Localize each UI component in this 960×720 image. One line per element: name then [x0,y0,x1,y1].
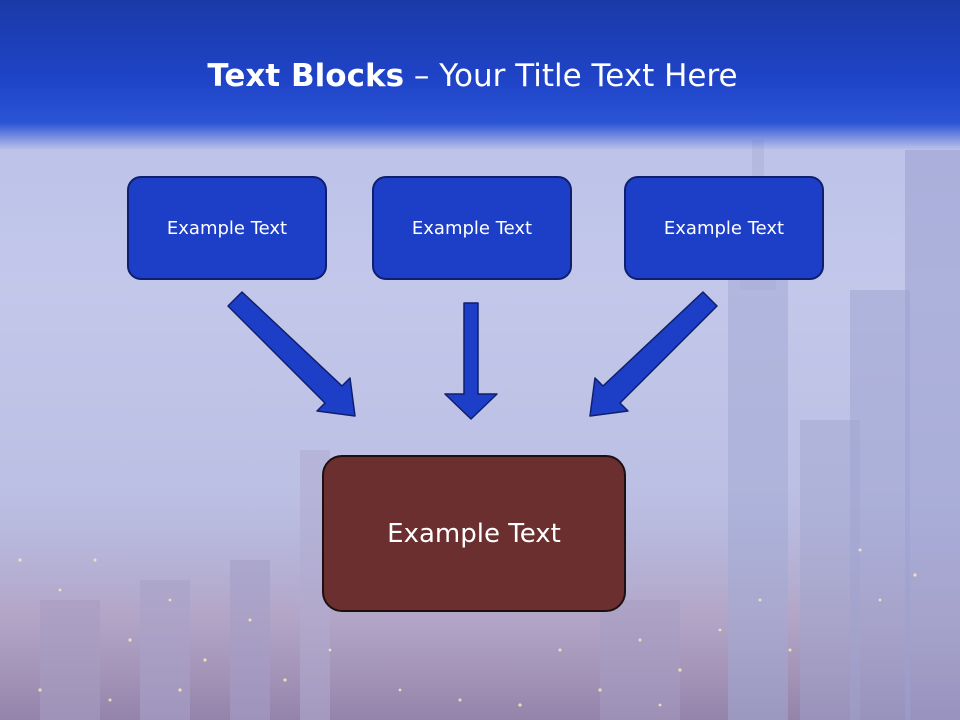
text-block-right-label: Example Text [663,217,785,239]
title-dash: – [404,58,440,94]
text-block-right[interactable]: Example Text [624,176,824,280]
text-block-left[interactable]: Example Text [127,176,327,280]
arrow-down-icon [444,302,498,420]
arrow-down-right-icon [227,291,356,417]
text-block-left-label: Example Text [166,217,288,239]
title-bold: Text Blocks [207,58,405,94]
text-block-middle[interactable]: Example Text [372,176,572,280]
center-text-block-label: Example Text [387,518,561,549]
slide-title: Text Blocks – Your Title Text Here [0,56,945,96]
text-block-middle-label: Example Text [411,217,533,239]
title-banner [0,0,960,150]
arrow-down-left-icon [589,291,718,417]
center-text-block[interactable]: Example Text [322,455,626,612]
title-rest: Your Title Text Here [439,58,738,94]
